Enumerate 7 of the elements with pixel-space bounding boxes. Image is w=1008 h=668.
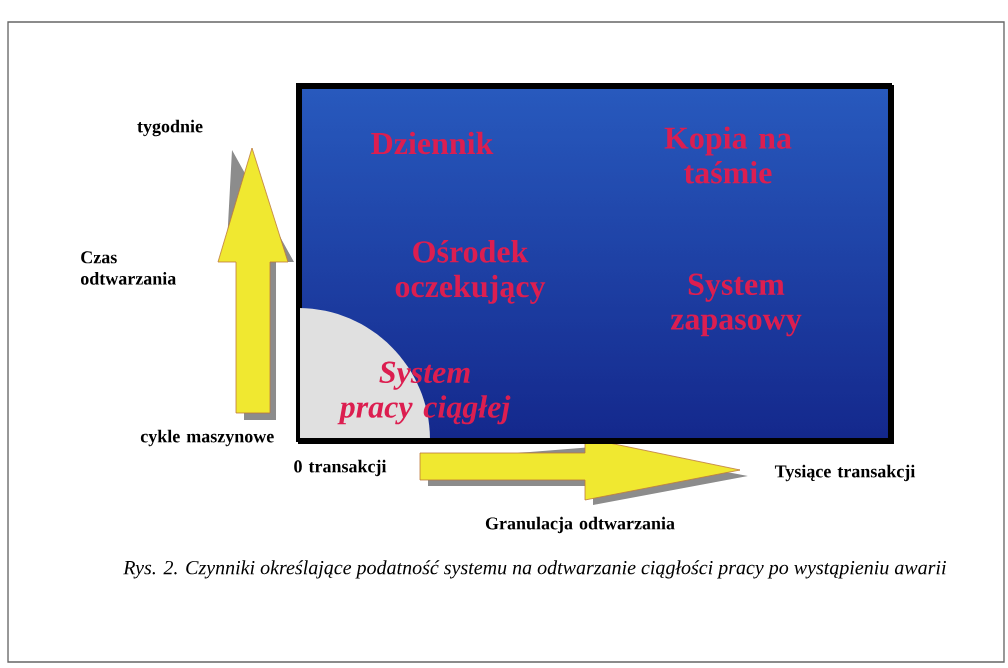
axis-label: 0 transakcji xyxy=(294,459,387,477)
axis-label: Granulacja odtwarzania xyxy=(485,516,675,534)
axis-label: Tysiące transakcji xyxy=(774,464,916,482)
axis-label: cykle maszynowe xyxy=(140,429,274,447)
caption: Rys. 2. Czynniki określające podatność systemu na odtwarzanie ciągłości pracy po wystąpieniu awarii xyxy=(123,560,946,579)
axis-label: Czas odtwarzania xyxy=(80,251,176,285)
axis-label: tygodnie xyxy=(137,119,203,137)
